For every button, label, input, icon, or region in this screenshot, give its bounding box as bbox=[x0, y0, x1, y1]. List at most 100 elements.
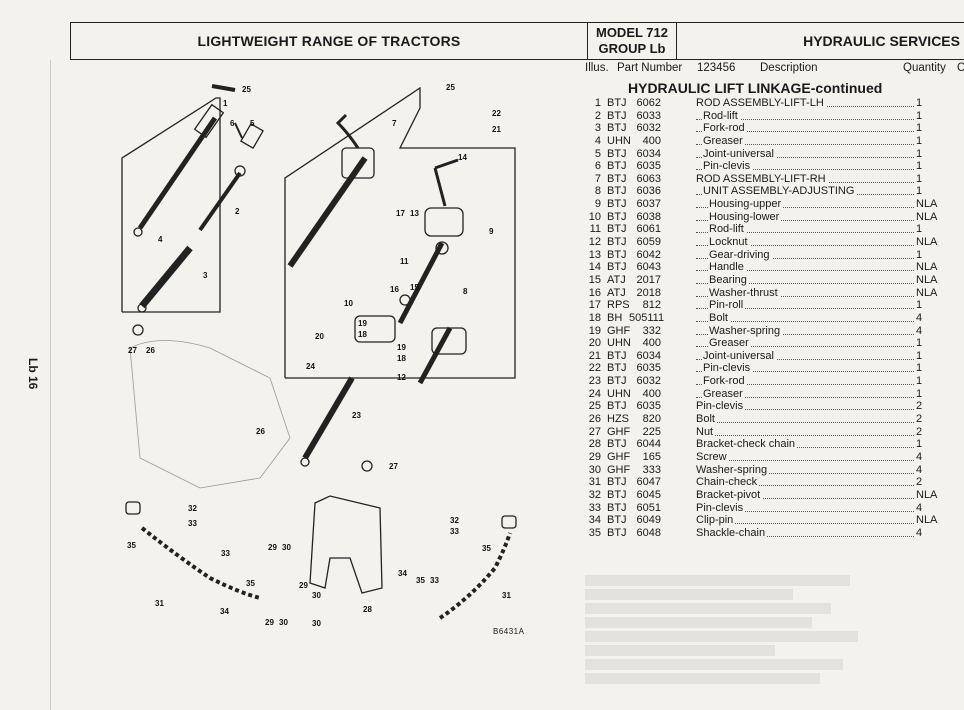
illus-number: 2 bbox=[594, 109, 601, 122]
svg-text:27: 27 bbox=[389, 462, 398, 471]
part-prefix: BTJ bbox=[607, 147, 627, 160]
part-quantity: NLA bbox=[915, 198, 938, 211]
part-prefix: ATJ bbox=[607, 286, 626, 299]
svg-text:29: 29 bbox=[299, 581, 308, 590]
leader-dots bbox=[696, 308, 916, 310]
leader-dots bbox=[696, 270, 916, 272]
part-quantity: 4 bbox=[915, 463, 923, 477]
svg-text:8: 8 bbox=[463, 287, 468, 296]
part-quantity: 2 bbox=[915, 425, 923, 439]
part-code: 6059 bbox=[636, 236, 661, 249]
part-quantity: 1 bbox=[915, 109, 923, 123]
svg-text:6: 6 bbox=[230, 119, 235, 128]
part-prefix: UHN bbox=[607, 134, 631, 147]
part-prefix: ATJ bbox=[607, 273, 626, 286]
part-code: 6045 bbox=[636, 488, 661, 501]
leader-dots bbox=[696, 485, 916, 487]
leader-dots bbox=[696, 245, 916, 247]
part-quantity: 1 bbox=[915, 387, 923, 401]
part-code: 505111 bbox=[629, 311, 665, 324]
svg-text:14: 14 bbox=[458, 153, 467, 162]
svg-text:19: 19 bbox=[358, 319, 367, 328]
part-quantity: 4 bbox=[915, 450, 923, 464]
part-quantity: 1 bbox=[915, 97, 923, 110]
illus-number: 18 bbox=[588, 311, 601, 324]
leader-dots bbox=[696, 510, 916, 512]
part-description: Bolt bbox=[709, 311, 730, 325]
nut-27b bbox=[361, 460, 373, 472]
part-code: 6048 bbox=[636, 526, 661, 539]
washer-thrust bbox=[399, 294, 411, 306]
svg-text:32: 32 bbox=[450, 516, 459, 525]
svg-text:29: 29 bbox=[265, 618, 274, 627]
svg-text:22: 22 bbox=[492, 109, 501, 118]
illus-number: 13 bbox=[588, 248, 601, 261]
illus-number: 15 bbox=[588, 273, 601, 286]
group-label: GROUP Lb bbox=[598, 41, 666, 56]
part-code: 6042 bbox=[636, 248, 661, 261]
part-code: 400 bbox=[642, 337, 661, 350]
illus-number: 27 bbox=[588, 425, 601, 438]
leader-dots bbox=[696, 143, 916, 145]
svg-text:35: 35 bbox=[127, 541, 136, 550]
part-prefix: BTJ bbox=[607, 526, 627, 539]
svg-text:29: 29 bbox=[268, 543, 277, 552]
part-description: ROD ASSEMBLY-LIFT-RH bbox=[696, 172, 828, 186]
illus-number: 21 bbox=[588, 349, 601, 362]
part-code: 400 bbox=[642, 387, 661, 400]
illus-number: 33 bbox=[588, 501, 601, 514]
leader-dots bbox=[696, 346, 916, 348]
svg-text:33: 33 bbox=[430, 576, 439, 585]
illus-number: 5 bbox=[594, 147, 601, 160]
svg-text:2: 2 bbox=[235, 207, 240, 216]
part-code: 6037 bbox=[636, 198, 661, 211]
svg-text:35: 35 bbox=[482, 544, 491, 553]
part-description: Fork-rod bbox=[703, 122, 747, 135]
illus-number: 1 bbox=[594, 97, 601, 109]
page-side-label: Lb 16 bbox=[26, 358, 40, 390]
fork-top bbox=[193, 103, 225, 139]
part-code: 332 bbox=[642, 324, 661, 337]
part-description: Greaser bbox=[709, 337, 751, 350]
leader-dots bbox=[696, 169, 916, 171]
part-description: Joint-universal bbox=[703, 349, 776, 363]
part-quantity: 1 bbox=[915, 172, 923, 186]
part-description: Greaser bbox=[703, 387, 745, 401]
bleed-through-text bbox=[585, 575, 964, 705]
illus-number: 7 bbox=[594, 172, 601, 185]
leader-dots bbox=[696, 232, 916, 234]
illus-number: 8 bbox=[594, 185, 601, 198]
svg-text:35: 35 bbox=[416, 576, 425, 585]
part-prefix: GHF bbox=[607, 324, 631, 337]
bracket-pivot-right bbox=[501, 515, 517, 529]
svg-text:18: 18 bbox=[358, 330, 367, 339]
section-heading: HYDRAULIC SERVICES bbox=[803, 33, 960, 49]
part-description: Joint-universal bbox=[703, 147, 776, 161]
fork-rod-23 bbox=[302, 376, 355, 460]
illus-number: 28 bbox=[588, 438, 601, 451]
part-description: Pin-clevis bbox=[696, 400, 746, 414]
pin-clevis-25 bbox=[211, 84, 236, 92]
leader-dots bbox=[696, 282, 916, 284]
part-code: 6044 bbox=[636, 438, 661, 451]
illus-number: 11 bbox=[589, 223, 601, 236]
part-code: 6033 bbox=[636, 109, 661, 122]
part-prefix: BTJ bbox=[607, 438, 627, 451]
universal-joint bbox=[240, 122, 264, 150]
part-code: 6032 bbox=[636, 375, 661, 388]
part-prefix: BTJ bbox=[607, 476, 627, 489]
part-code: 165 bbox=[642, 450, 661, 463]
leader-dots bbox=[696, 384, 916, 386]
illus-number: 14 bbox=[588, 261, 601, 274]
